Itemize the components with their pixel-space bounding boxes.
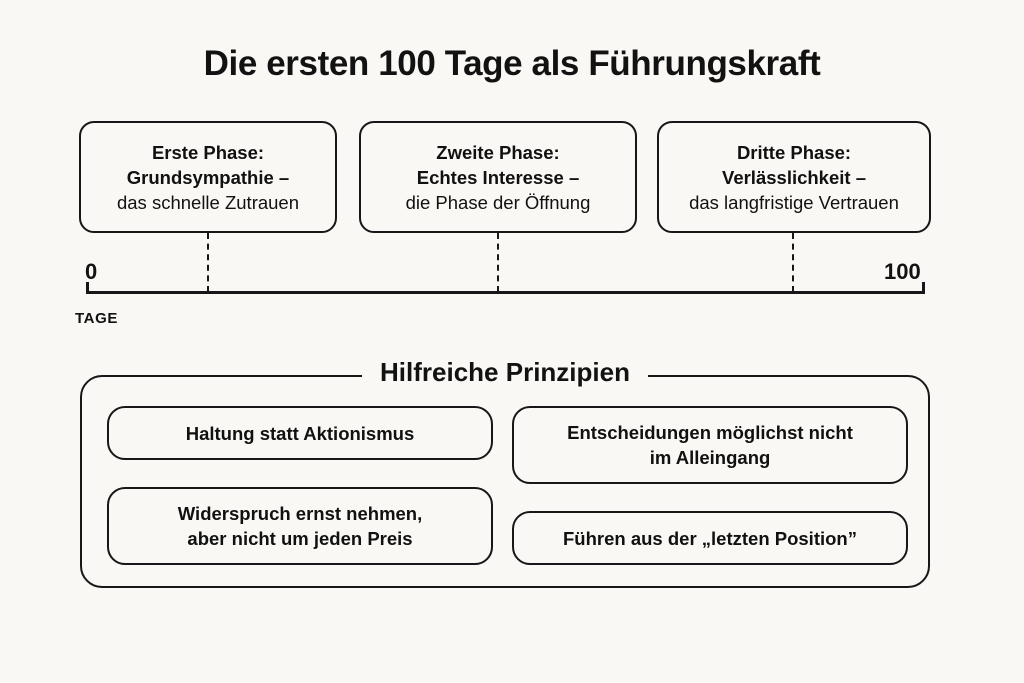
principles-grid: Haltung statt Aktionismus Widerspruch er… [82,377,932,590]
phase-1-connector-line [207,233,209,292]
page-title: Die ersten 100 Tage als Führungskraft [203,44,821,83]
phase-1-line-1: Erste Phase: [151,141,265,163]
axis-baseline [86,291,925,294]
axis-end-tick [922,282,925,292]
axis-unit-label: TAGE [75,310,118,327]
phase-box-row: Erste Phase: Grundsympathie – das schnel… [0,121,1024,233]
phase-3-line-1: Dritte Phase: [736,141,852,163]
principle-1-line-1: Haltung statt Aktionismus [185,422,415,444]
phase-3-connector-line [792,233,794,292]
principle-box-4: Führen aus der „letzten Position” [512,511,908,565]
phase-2-line-3: die Phase der Öffnung [405,191,591,213]
phase-1-line-2: Grundsympathie – [126,166,290,188]
axis-end-label: 100 [884,259,921,284]
phase-3-line-3: das langfristige Vertrauen [689,191,899,213]
principle-2-line-1: Widerspruch ernst nehmen, [177,503,423,524]
phase-3-line-2: Verlässlichkeit – [722,166,866,188]
principle-3-line-1: Entscheidungen möglichst nicht [567,422,853,443]
principle-4-line-1: Führen aus der „letzten Position” [563,527,857,549]
principle-box-3: Entscheidungen möglichst nicht im Allein… [512,406,908,484]
phase-1-line-3: das schnelle Zutrauen [116,191,300,213]
principles-legend-title: Hilfreiche Prinzipien [362,357,648,388]
phase-2-connector-line [497,233,499,292]
axis-start-label: 0 [85,259,98,284]
timeline-axis: 0 100 TAGE [0,233,1024,343]
principle-box-2: Widerspruch ernst nehmen, aber nicht um … [107,487,493,565]
principles-panel: Hilfreiche Prinzipien Haltung statt Akti… [80,357,932,590]
principle-2-line-2: aber nicht um jeden Preis [187,528,413,549]
phase-2-line-1: Zweite Phase: [436,141,560,163]
phase-box-3: Dritte Phase: Verlässlichkeit – das lang… [657,121,931,233]
principle-3-line-2: im Alleingang [649,447,771,468]
phase-2-line-2: Echtes Interesse – [416,166,580,188]
axis-start-tick [86,282,89,292]
principle-box-1: Haltung statt Aktionismus [107,406,493,460]
phase-box-2: Zweite Phase: Echtes Interesse – die Pha… [359,121,637,233]
phase-box-1: Erste Phase: Grundsympathie – das schnel… [79,121,337,233]
